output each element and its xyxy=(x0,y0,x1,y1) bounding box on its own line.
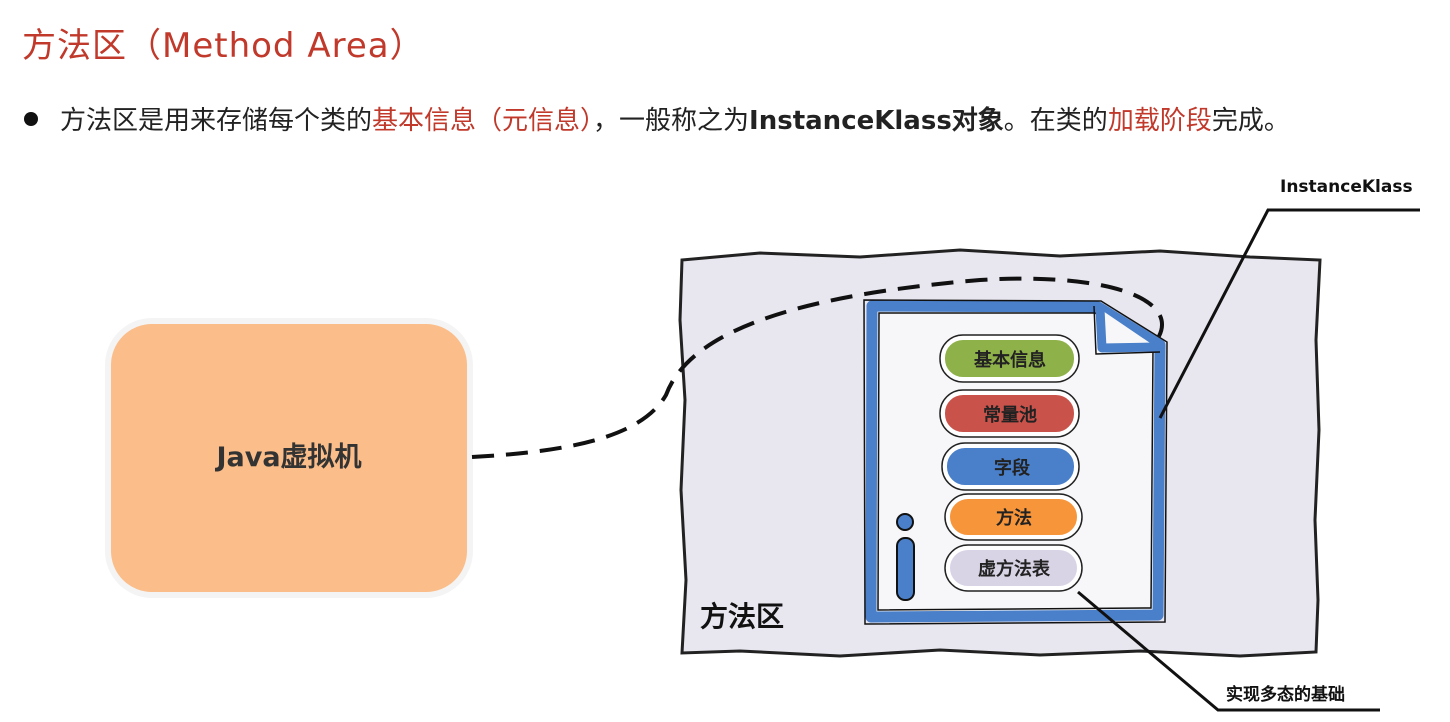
item-fields: 字段 xyxy=(941,442,1080,491)
item-methods: 方法 xyxy=(944,493,1083,541)
item-fields-label: 字段 xyxy=(994,457,1031,479)
instanceklass-callout-line xyxy=(1158,208,1420,419)
description-highlight-basic-info: 基本信息（元信息） xyxy=(372,106,594,136)
document-folded-corner-outline xyxy=(1093,305,1161,355)
description-part2: ，一般称之为 xyxy=(593,106,750,136)
polymorphism-callout-label: 实现多态的基础 xyxy=(1226,684,1345,705)
description-bullet: 方法区是用来存储每个类的基本信息（元信息），一般称之为InstanceKlass… xyxy=(24,100,1290,137)
method-area-label: 方法区 xyxy=(700,600,784,633)
description-part4: 完成。 xyxy=(1211,106,1290,136)
info-icon-dot xyxy=(896,513,914,531)
item-vtable: 虚方法表 xyxy=(944,544,1083,592)
polymorphism-callout-line xyxy=(1077,590,1380,712)
description-bold-instanceklass: InstanceKlass对象 xyxy=(749,106,1004,136)
item-constant-pool-label: 常量池 xyxy=(983,404,1037,426)
item-constant-pool: 常量池 xyxy=(939,389,1080,438)
item-vtable-label: 虚方法表 xyxy=(978,558,1051,580)
info-icon-stem xyxy=(896,537,915,601)
description-part1: 方法区是用来存储每个类的 xyxy=(60,106,373,136)
item-basic-info-label: 基本信息 xyxy=(973,349,1046,371)
jvm-box xyxy=(105,318,473,598)
jvm-label: Java虚拟机 xyxy=(214,442,361,473)
document-folded-corner xyxy=(1095,308,1157,353)
bullet-dot-icon xyxy=(24,111,38,126)
instanceklass-callout-label: InstanceKlass xyxy=(1280,177,1413,197)
item-methods-label: 方法 xyxy=(996,507,1032,529)
item-basic-info: 基本信息 xyxy=(939,334,1080,383)
instanceklass-document-outline xyxy=(863,299,1168,625)
description-part3: 。在类的 xyxy=(1003,106,1108,136)
description-highlight-loading-phase: 加载阶段 xyxy=(1107,106,1212,136)
page-title: 方法区（Method Area） xyxy=(22,26,425,66)
jvm-to-instanceklass-dashed-line xyxy=(471,276,1164,459)
